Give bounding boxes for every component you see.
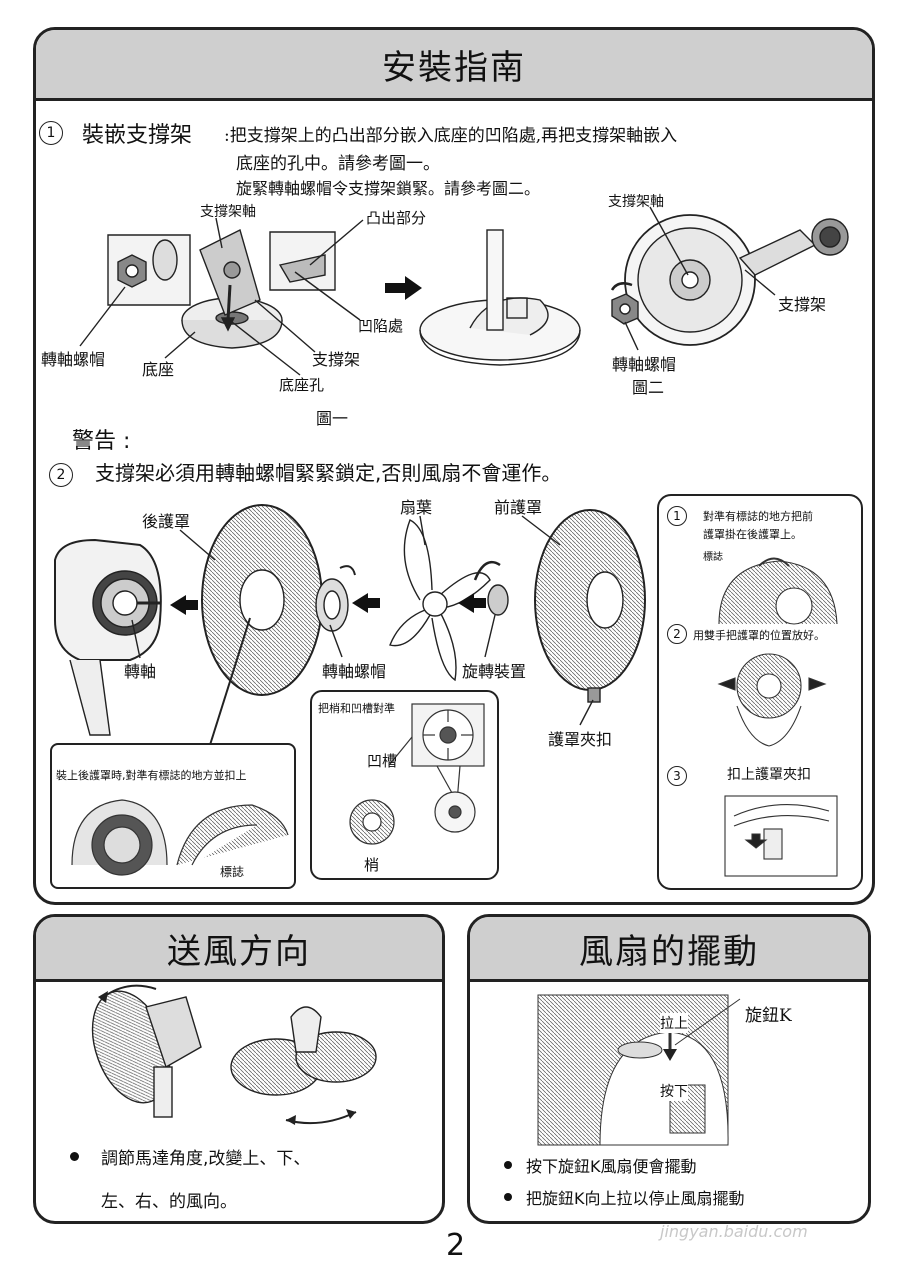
fig2-caption: 圖二 [632,378,665,397]
warning-text: 支撐架必須用轉軸螺帽緊緊鎖定,否則風扇不會運作。 [95,461,562,485]
oscillation-panel: 風扇的擺動 旋鈕K 拉上 按下 按下旋鈕K風扇便會擺動 把旋鈕K向上拉以停止風扇… [467,914,871,1224]
airflow-bullet1: 調節馬達角度,改變上、下、 [70,1144,310,1169]
oscillation-bullet2: 把旋鈕K向上拉以停止風扇擺動 [504,1185,745,1209]
oscillation-push-down: 按下 [660,1081,688,1101]
inset-rear-mark: 標誌 [220,865,245,879]
label-spinner: 旋轉裝置 [462,662,527,681]
fig1-caption: 圖一 [316,409,349,428]
front-step2-num: 2 [667,624,687,644]
front-step3-num: 3 [667,766,687,786]
oscillation-line1: 按下旋鈕K風扇便會擺動 [526,1157,697,1176]
fig2-label-nut: 轉軸螺帽 [612,355,677,374]
inset-align-title: 把梢和凹槽對準 [318,702,395,715]
inset-rear-text: 裝上後護罩時,對準有標誌的地方並扣上 [56,769,247,782]
bullet-icon [504,1161,512,1169]
label-rear-guard: 後護罩 [142,512,191,531]
step1-heading: 裝嵌支撐架 [82,123,193,148]
airflow-header: 送風方向 [36,917,442,982]
bullet-icon [70,1152,79,1161]
oscillation-pull-up: 拉上 [660,1013,688,1033]
front-step3-text: 扣上護罩夾扣 [727,767,811,783]
step1-text-line1: :把支撐架上的凸出部分嵌入底座的凹陷處,再把支撐架軸嵌入 [224,126,678,146]
airflow-line2: 左、右、的風向。 [101,1192,237,1212]
oscillation-title: 風扇的擺動 [579,931,759,972]
airflow-panel: 送風方向 調節馬達角度,改變上、下、 左、右、的風向。 [33,914,445,1224]
label-blade: 扇葉 [400,498,433,517]
inset-align-pin: 梢 [364,856,380,874]
watermark: jingyan.baidu.com [660,1222,808,1241]
fig2-label-support-shaft: 支撐架軸 [608,194,664,210]
oscillation-header: 風扇的擺動 [470,917,868,982]
front-step1-line2: 護罩掛在後護罩上。 [703,528,802,541]
inset-align-drawing [349,703,485,845]
label-front-guard: 前護罩 [494,498,543,517]
front-step2-text: 用雙手把護罩的位置放好。 [693,629,825,642]
front-step1-num: 1 [667,506,687,526]
inset-front-steps: 1 對準有標誌的地方把前 護罩掛在後護罩上。 標誌 2 用雙手把護罩的位置放好。… [657,494,863,890]
warning-number: 2 [49,463,73,487]
airflow-line1: 調節馬達角度,改變上、下、 [101,1149,311,1169]
step1-number: 1 [39,121,63,145]
oscillation-bullet1: 按下旋鈕K風扇便會擺動 [504,1153,697,1177]
inset-rear-drawing [71,799,289,876]
fig1-label-support-shaft: 支撐架軸 [200,204,256,220]
label-shaft: 轉軸 [124,662,157,681]
fig1-label-base: 底座 [142,360,175,379]
page-number: 2 [446,1228,466,1263]
fig1-label-support: 支撐架 [312,350,361,369]
fig1-label-recess: 凹陷處 [358,317,404,335]
fig1-label-base-hole: 底座孔 [279,376,325,394]
fig1-label-protrusion: 凸出部分 [366,209,427,227]
front-steps-drawing [717,557,838,877]
front-step1-line1: 對準有標誌的地方把前 [703,510,813,523]
airflow-title: 送風方向 [167,931,311,972]
install-title: 安裝指南 [382,47,526,88]
step1-text-line3: 旋緊轉軸螺帽令支撐架鎖緊。請參考圖二。 [236,179,541,198]
fig1-label-nut: 轉軸螺帽 [41,350,106,369]
label-shaft-nut: 轉軸螺帽 [322,662,387,681]
oscillation-line2: 把旋鈕K向上拉以停止風扇擺動 [526,1189,745,1208]
install-header: 安裝指南 [36,30,872,101]
inset-align-groove: 凹槽 [367,752,398,770]
front-step1-mark: 標誌 [703,552,723,563]
warning-title: 警告 : [72,429,131,454]
label-guard-clip: 護罩夾扣 [548,730,613,749]
airflow-illustration [91,984,377,1125]
inset-rear-guard: 裝上後護罩時,對準有標誌的地方並扣上 標誌 [50,743,296,889]
bullet-icon [504,1193,512,1201]
step1-text-line2: 底座的孔中。請參考圖一。 [236,154,440,174]
oscillation-knob-label: 旋鈕K [745,1006,792,1026]
inset-align: 把梢和凹槽對準 凹槽 梢 [310,690,499,880]
fig2-label-support: 支撐架 [778,295,827,314]
